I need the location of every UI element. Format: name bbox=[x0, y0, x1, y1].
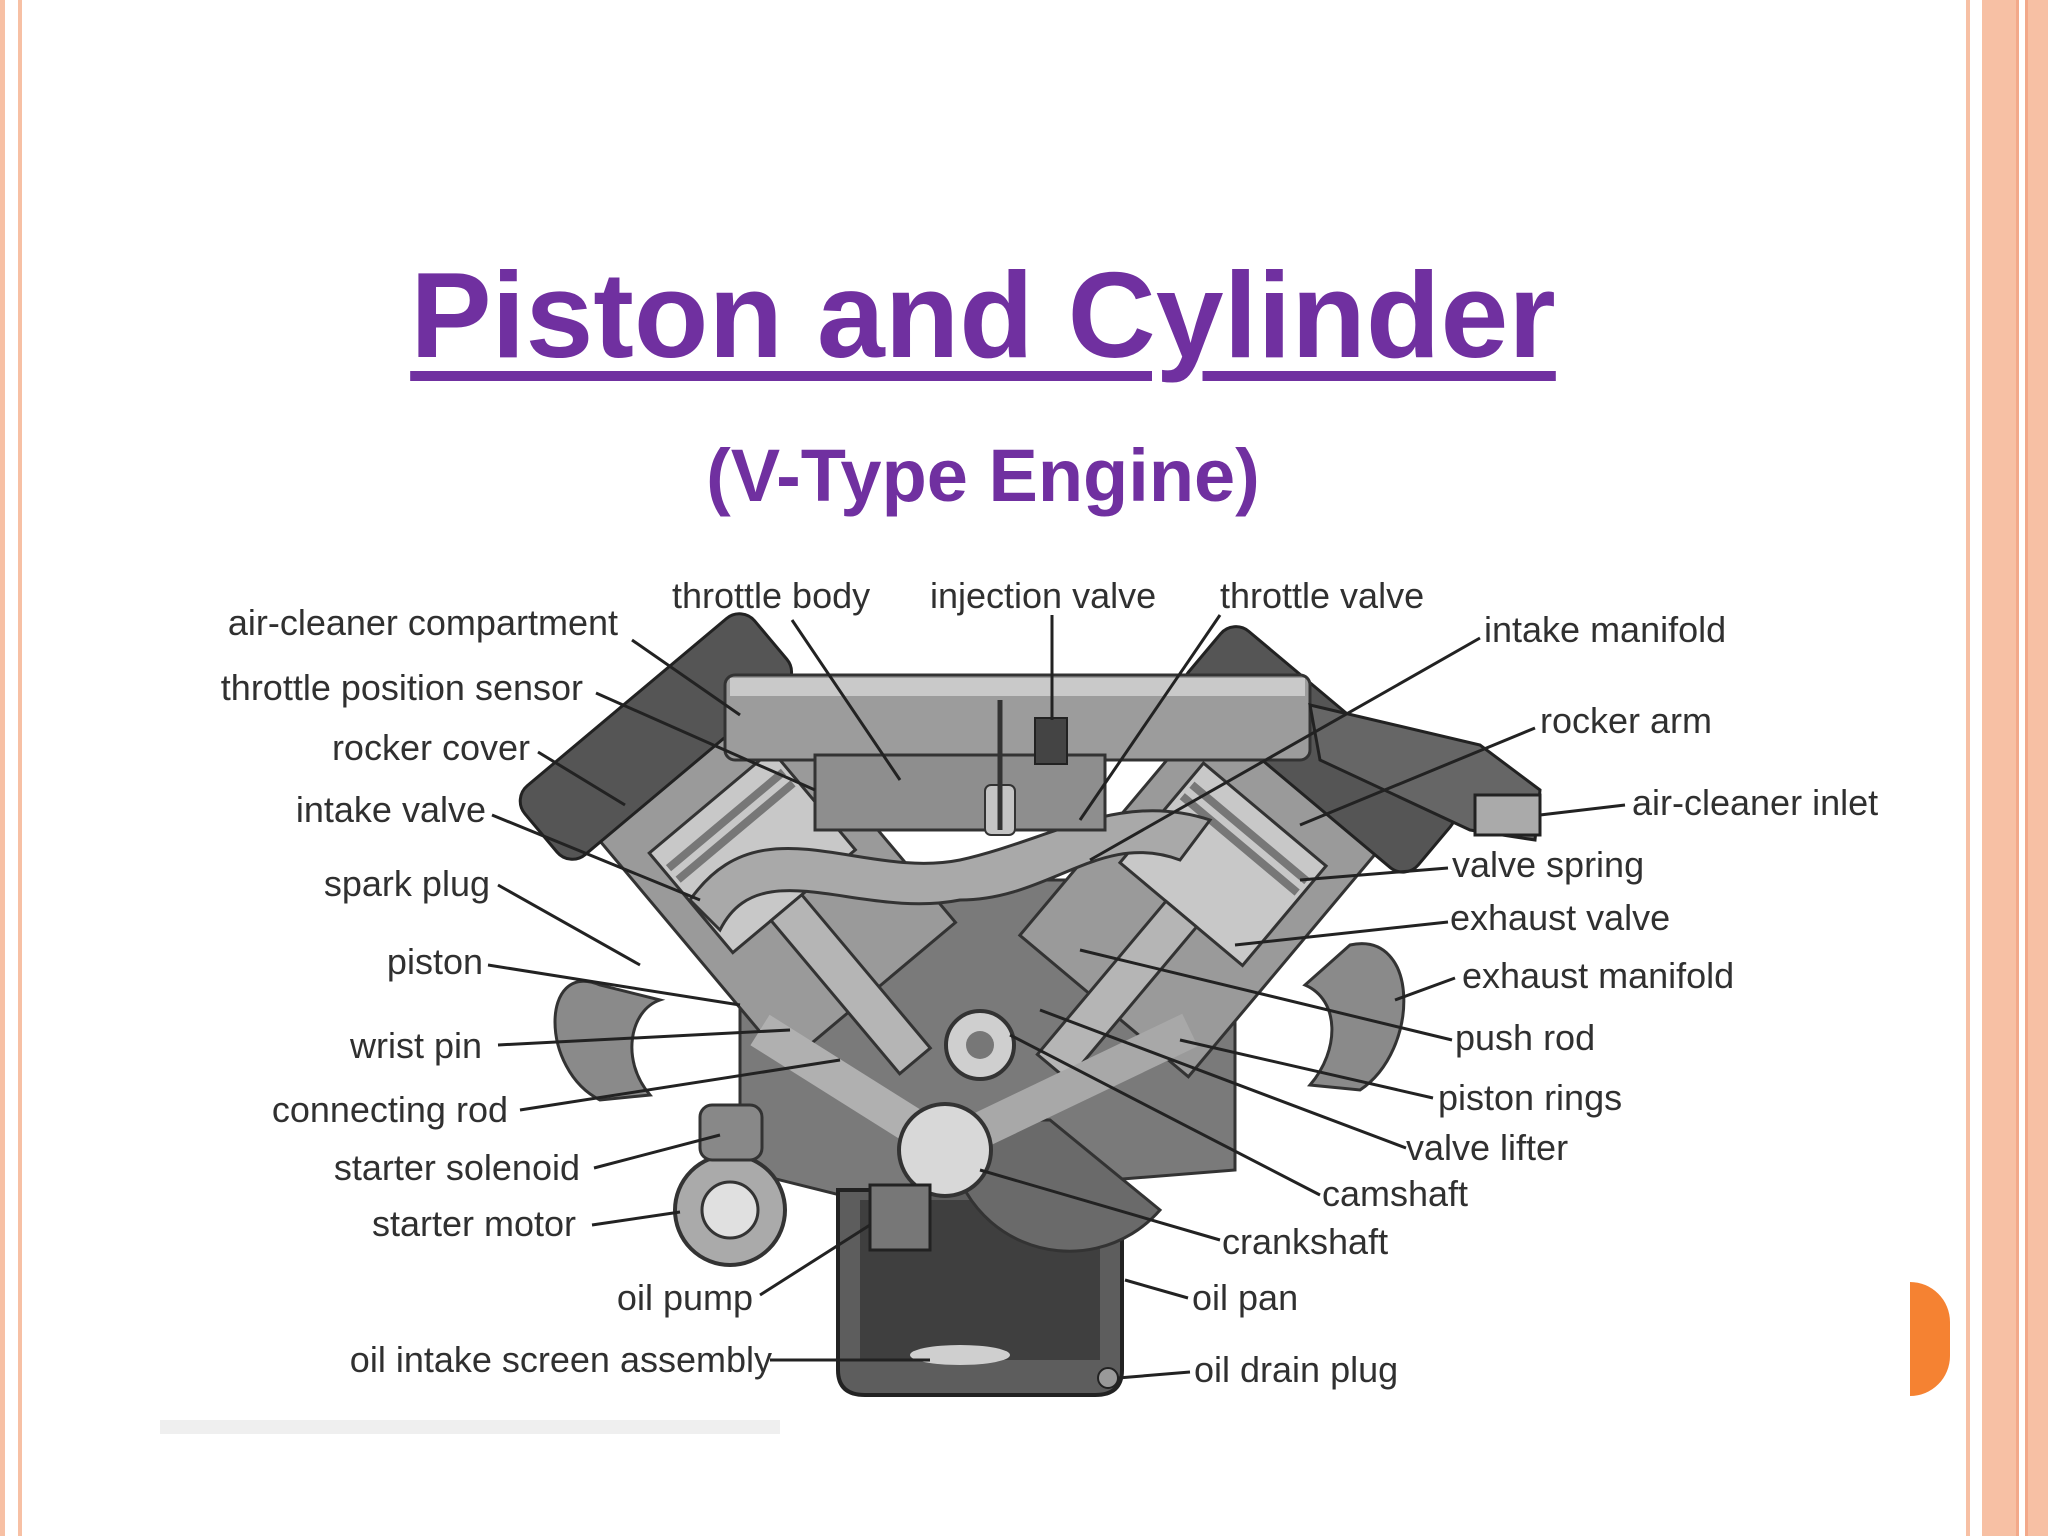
label-air-cleaner-inlet: air-cleaner inlet bbox=[1632, 782, 1879, 823]
label-valve-spring: valve spring bbox=[1452, 844, 1645, 885]
right-connecting-rod-shape bbox=[952, 1013, 1198, 1157]
injection-valve-shape bbox=[1034, 717, 1068, 765]
label-throttle-position-sensor: throttle position sensor bbox=[220, 667, 583, 708]
label-piston: piston bbox=[386, 941, 483, 982]
label-throttle-body: throttle body bbox=[672, 575, 871, 616]
leader-lines bbox=[487, 614, 1626, 1380]
left-connecting-rod-shape bbox=[750, 1014, 945, 1156]
label-wrist-pin: wrist pin bbox=[349, 1025, 482, 1066]
next-slide-tab[interactable] bbox=[1910, 1282, 1950, 1396]
label-exhaust-valve: exhaust valve bbox=[1450, 897, 1671, 938]
right-border-stripe bbox=[2016, 0, 2028, 1536]
label-rocker-arm: rocker arm bbox=[1540, 700, 1713, 741]
label-intake-valve: intake valve bbox=[295, 789, 486, 830]
label-starter-solenoid: starter solenoid bbox=[333, 1147, 580, 1188]
label-throttle-valve: throttle valve bbox=[1220, 575, 1425, 616]
label-valve-lifter: valve lifter bbox=[1406, 1127, 1569, 1168]
scan-smudge bbox=[160, 1420, 780, 1434]
left-border bbox=[0, 0, 22, 1536]
label-exhaust-manifold: exhaust manifold bbox=[1462, 955, 1735, 996]
crank-journal bbox=[897, 1102, 993, 1198]
slide-title: Piston and Cylinder bbox=[410, 247, 1556, 383]
oil-pump-shape bbox=[868, 1183, 932, 1252]
label-connecting-rod: connecting rod bbox=[271, 1089, 508, 1130]
oil-intake-screen-shape bbox=[910, 1345, 1010, 1365]
starter-solenoid-shape bbox=[698, 1103, 764, 1162]
label-injection-valve: injection valve bbox=[930, 575, 1157, 616]
drain-plug-shape bbox=[1097, 1367, 1119, 1389]
right-border bbox=[1962, 0, 2048, 1536]
label-piston-rings: piston rings bbox=[1438, 1077, 1623, 1118]
label-starter-motor: starter motor bbox=[371, 1203, 576, 1244]
label-intake-manifold: intake manifold bbox=[1484, 609, 1727, 650]
label-camshaft: camshaft bbox=[1322, 1173, 1469, 1214]
label-spark-plug: spark plug bbox=[323, 863, 490, 904]
throttle-body-shape bbox=[813, 753, 1107, 832]
label-oil-pan: oil pan bbox=[1192, 1277, 1299, 1318]
label-crankshaft: crankshaft bbox=[1222, 1221, 1389, 1262]
label-air-cleaner-compartment: air-cleaner compartment bbox=[227, 602, 618, 643]
label-oil-drain-plug: oil drain plug bbox=[1194, 1349, 1399, 1390]
label-oil-intake-screen-assembly: oil intake screen assembly bbox=[349, 1339, 772, 1380]
label-push-rod: push rod bbox=[1455, 1017, 1596, 1058]
air-cleaner-inlet-shape bbox=[1473, 793, 1542, 837]
intake-manifold-shape bbox=[688, 809, 1213, 933]
label-rocker-cover: rocker cover bbox=[331, 727, 530, 768]
slide-subtitle: (V-Type Engine) bbox=[706, 434, 1260, 517]
label-oil-pump: oil pump bbox=[616, 1277, 753, 1318]
